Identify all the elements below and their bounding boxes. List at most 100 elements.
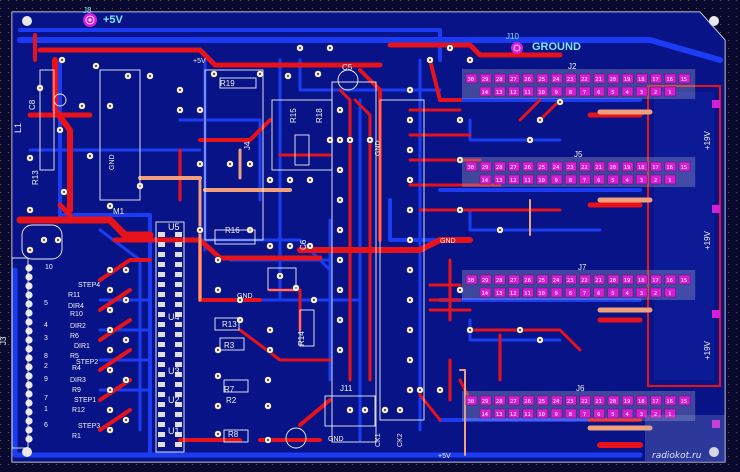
connector-pin[interactable] bbox=[593, 408, 605, 419]
connector-pin[interactable] bbox=[636, 73, 648, 84]
connector-pin[interactable] bbox=[536, 86, 549, 97]
connector-pin[interactable] bbox=[479, 408, 492, 419]
connector-pin[interactable] bbox=[678, 161, 691, 172]
connector-pin[interactable] bbox=[621, 274, 634, 285]
connector-pin[interactable] bbox=[636, 395, 648, 406]
connector-pin[interactable] bbox=[607, 408, 620, 419]
connector-pin[interactable] bbox=[479, 73, 492, 84]
connector-pin[interactable] bbox=[650, 274, 662, 285]
connector-pin[interactable] bbox=[550, 395, 563, 406]
connector-pin[interactable] bbox=[579, 86, 591, 97]
connector-pin[interactable] bbox=[536, 287, 549, 298]
connector-pin[interactable] bbox=[565, 274, 577, 285]
connector-pin[interactable] bbox=[550, 86, 563, 97]
connector-pin[interactable] bbox=[650, 174, 662, 185]
connector-pin[interactable] bbox=[565, 73, 577, 84]
connector-pin[interactable] bbox=[621, 174, 634, 185]
connector-pin[interactable] bbox=[621, 408, 634, 419]
connector-pin[interactable] bbox=[550, 287, 563, 298]
connector-pin[interactable] bbox=[607, 174, 620, 185]
connector-pin[interactable] bbox=[550, 174, 563, 185]
connector-pin[interactable] bbox=[564, 287, 577, 298]
connector-pin[interactable] bbox=[493, 174, 506, 185]
connector-pin[interactable] bbox=[508, 174, 520, 185]
connector-pin[interactable] bbox=[621, 161, 634, 172]
connector-pin[interactable] bbox=[550, 274, 563, 285]
connector-pin[interactable] bbox=[593, 161, 606, 172]
connector-pin[interactable] bbox=[607, 73, 620, 84]
connector-pin[interactable] bbox=[565, 395, 577, 406]
connector-pin[interactable] bbox=[479, 86, 492, 97]
connector-pin[interactable] bbox=[564, 408, 577, 419]
connector-pin[interactable] bbox=[564, 174, 577, 185]
connector-pin[interactable] bbox=[593, 73, 606, 84]
connector-pin[interactable] bbox=[493, 86, 506, 97]
connector-pin[interactable] bbox=[522, 287, 534, 298]
connector-pin[interactable] bbox=[579, 274, 591, 285]
connector-pin[interactable] bbox=[479, 161, 492, 172]
connector-pin[interactable] bbox=[678, 274, 691, 285]
connector-pin[interactable] bbox=[579, 287, 591, 298]
connector-pin[interactable] bbox=[522, 161, 535, 172]
connector-pin[interactable] bbox=[593, 274, 606, 285]
connector-pin[interactable] bbox=[479, 274, 492, 285]
connector-pin[interactable] bbox=[621, 287, 634, 298]
connector-pin[interactable] bbox=[508, 395, 520, 406]
connector-pin[interactable] bbox=[508, 408, 520, 419]
connector-pin[interactable] bbox=[579, 161, 591, 172]
connector-pin[interactable] bbox=[564, 86, 577, 97]
connector-pin[interactable] bbox=[479, 287, 492, 298]
connector-pin[interactable] bbox=[664, 408, 676, 419]
connector-pin[interactable] bbox=[607, 287, 620, 298]
connector-pin[interactable] bbox=[664, 174, 676, 185]
connector-pin[interactable] bbox=[678, 395, 691, 406]
connector-pin[interactable] bbox=[508, 86, 520, 97]
connector-pin[interactable] bbox=[536, 161, 549, 172]
connector-pin[interactable] bbox=[635, 174, 648, 185]
connector-pin[interactable] bbox=[479, 174, 492, 185]
connector-pin[interactable] bbox=[508, 73, 520, 84]
connector-pin[interactable] bbox=[536, 395, 549, 406]
j10-ground-pad[interactable] bbox=[511, 42, 523, 54]
connector-pin[interactable] bbox=[650, 395, 662, 406]
connector-pin[interactable] bbox=[636, 161, 648, 172]
connector-pin[interactable] bbox=[579, 73, 591, 84]
connector-pin[interactable] bbox=[536, 73, 549, 84]
connector-pin[interactable] bbox=[678, 73, 691, 84]
connector-pin[interactable] bbox=[565, 161, 577, 172]
connector-pin[interactable] bbox=[635, 408, 648, 419]
connector-pin[interactable] bbox=[621, 73, 634, 84]
connector-pin[interactable] bbox=[494, 73, 506, 84]
connector-pin[interactable] bbox=[536, 408, 549, 419]
connector-pin[interactable] bbox=[508, 274, 520, 285]
connector-pin[interactable] bbox=[494, 274, 506, 285]
connector-pin[interactable] bbox=[636, 274, 648, 285]
connector-pin[interactable] bbox=[522, 174, 534, 185]
connector-pin[interactable] bbox=[522, 395, 535, 406]
connector-pin[interactable] bbox=[593, 395, 606, 406]
connector-pin[interactable] bbox=[465, 274, 478, 285]
connector-pin[interactable] bbox=[479, 395, 492, 406]
connector-pin[interactable] bbox=[494, 161, 506, 172]
connector-pin[interactable] bbox=[465, 161, 478, 172]
connector-pin[interactable] bbox=[664, 86, 676, 97]
connector-pin[interactable] bbox=[550, 73, 563, 84]
connector-pin[interactable] bbox=[621, 86, 634, 97]
connector-pin[interactable] bbox=[621, 395, 634, 406]
connector-pin[interactable] bbox=[650, 287, 662, 298]
connector-pin[interactable] bbox=[579, 395, 591, 406]
connector-pin[interactable] bbox=[465, 395, 478, 406]
connector-pin[interactable] bbox=[465, 73, 478, 84]
connector-pin[interactable] bbox=[664, 73, 677, 84]
connector-pin[interactable] bbox=[522, 73, 535, 84]
connector-pin[interactable] bbox=[550, 408, 563, 419]
connector-pin[interactable] bbox=[650, 86, 662, 97]
connector-pin[interactable] bbox=[635, 86, 648, 97]
connector-pin[interactable] bbox=[635, 287, 648, 298]
connector-pin[interactable] bbox=[522, 408, 534, 419]
connector-pin[interactable] bbox=[493, 287, 506, 298]
